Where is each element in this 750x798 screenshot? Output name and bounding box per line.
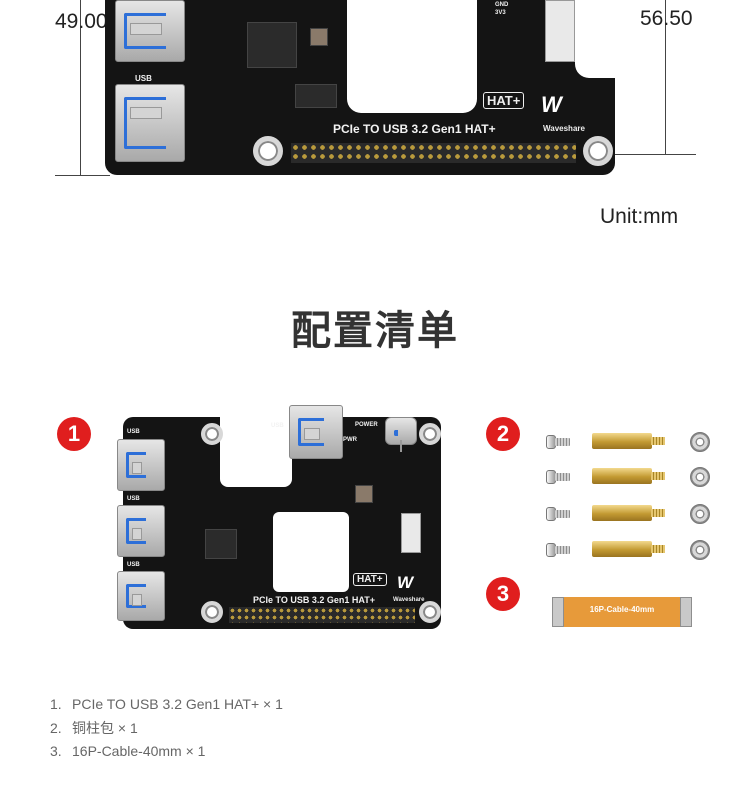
board-name-label: PCIe TO USB 3.2 Gen1 HAT+ [333, 122, 496, 136]
hole-2 [419, 423, 441, 445]
dim-line-left [80, 0, 81, 176]
badge-item-3: 3 [486, 577, 520, 611]
usb-port-1 [117, 439, 165, 491]
board-image-package: USB USB USB USB POWER PWR HAT+ W Wavesha… [117, 405, 441, 629]
pwr-label: PWR [343, 437, 357, 443]
dim-height-right: 56.50 [640, 7, 693, 30]
dim-ext-left [55, 175, 110, 176]
ffc-connector [545, 0, 575, 62]
waveshare-logo-package: W [397, 573, 414, 592]
power-label: POWER [355, 422, 378, 428]
nut-3 [690, 504, 710, 524]
cable-label: 16P-Cable-40mm [589, 605, 655, 614]
list-item: 1. PCIe TO USB 3.2 Gen1 HAT+ × 1 [50, 693, 283, 717]
usb-c-port [385, 417, 417, 452]
dim-height-left: 49.00 [55, 10, 108, 33]
usb-label: USB [135, 74, 152, 83]
screw-3 [546, 507, 570, 521]
hat-badge: HAT+ [483, 92, 525, 109]
dim-line-right [665, 0, 666, 155]
small-chip [310, 28, 328, 46]
usb-label-2: USB [127, 496, 140, 502]
usb-label-1: USB [127, 429, 140, 435]
cable-end-left [552, 597, 564, 627]
hat-badge-package: HAT+ [353, 573, 387, 586]
hole-4 [419, 601, 441, 623]
usb-port-top [115, 0, 185, 62]
nut-4 [690, 540, 710, 560]
gnd-label: GND [495, 2, 509, 8]
board-name-package: PCIe TO USB 3.2 Gen1 HAT+ [253, 595, 375, 605]
board-center-cutout [273, 512, 349, 592]
usb-port-2 [117, 505, 165, 557]
board-notch [575, 0, 615, 78]
board-image-top: USB GND 3V3 HAT+ W Waveshare PCIe TO USB… [105, 0, 615, 175]
list-item-number: 2. [50, 719, 62, 736]
hole-1 [201, 423, 223, 445]
screw-1 [546, 435, 570, 449]
board-cutout [347, 0, 477, 113]
list-item: 3. 16P-Cable-40mm × 1 [50, 740, 283, 764]
usb-label-top: USB [271, 423, 284, 429]
waveshare-logo: W [541, 92, 562, 117]
brand-label-package: Waveshare [393, 597, 425, 603]
usb-port-3 [117, 571, 165, 621]
ffc-connector-package [401, 513, 421, 553]
contents-list: 1. PCIe TO USB 3.2 Gen1 HAT+ × 1 2. 铜柱包 × … [50, 693, 283, 764]
list-item-text: PCIe TO USB 3.2 Gen1 HAT+ × 1 [72, 696, 283, 712]
hole-3 [201, 601, 223, 623]
gpio-header [291, 143, 576, 163]
usb-port-top-mount [289, 405, 343, 459]
controller-chip-package [205, 529, 237, 559]
v3-label: 3V3 [495, 10, 506, 16]
brand-label: Waveshare [543, 124, 585, 133]
badge-item-2: 2 [486, 417, 520, 451]
mounting-hole-left [253, 136, 283, 166]
list-item-text: 16P-Cable-40mm × 1 [72, 743, 206, 759]
controller-chip [247, 22, 297, 68]
small-chip-package [355, 485, 373, 503]
board-top-cut [220, 415, 292, 487]
usb-label-3: USB [127, 562, 140, 568]
nut-2 [690, 467, 710, 487]
gpio-header-package [229, 607, 415, 623]
unit-label: Unit:mm [600, 205, 679, 228]
list-item-number: 1. [50, 696, 62, 712]
regulator-chip [295, 84, 337, 108]
cable-end-right [680, 597, 692, 627]
list-item-number: 3. [50, 743, 62, 759]
screw-2 [546, 470, 570, 484]
badge-item-1: 1 [57, 417, 91, 451]
mounting-hole-right [583, 136, 613, 166]
list-item: 2. 铜柱包 × 1 [50, 717, 283, 741]
screw-4 [546, 543, 570, 557]
dim-ext-right [598, 154, 696, 155]
usb-port-middle [115, 84, 185, 162]
section-title: 配置清单 [291, 308, 459, 354]
list-item-text: 铜柱包 × 1 [72, 719, 138, 736]
ffc-cable: 16P-Cable-40mm [552, 597, 692, 627]
nut-1 [690, 432, 710, 452]
